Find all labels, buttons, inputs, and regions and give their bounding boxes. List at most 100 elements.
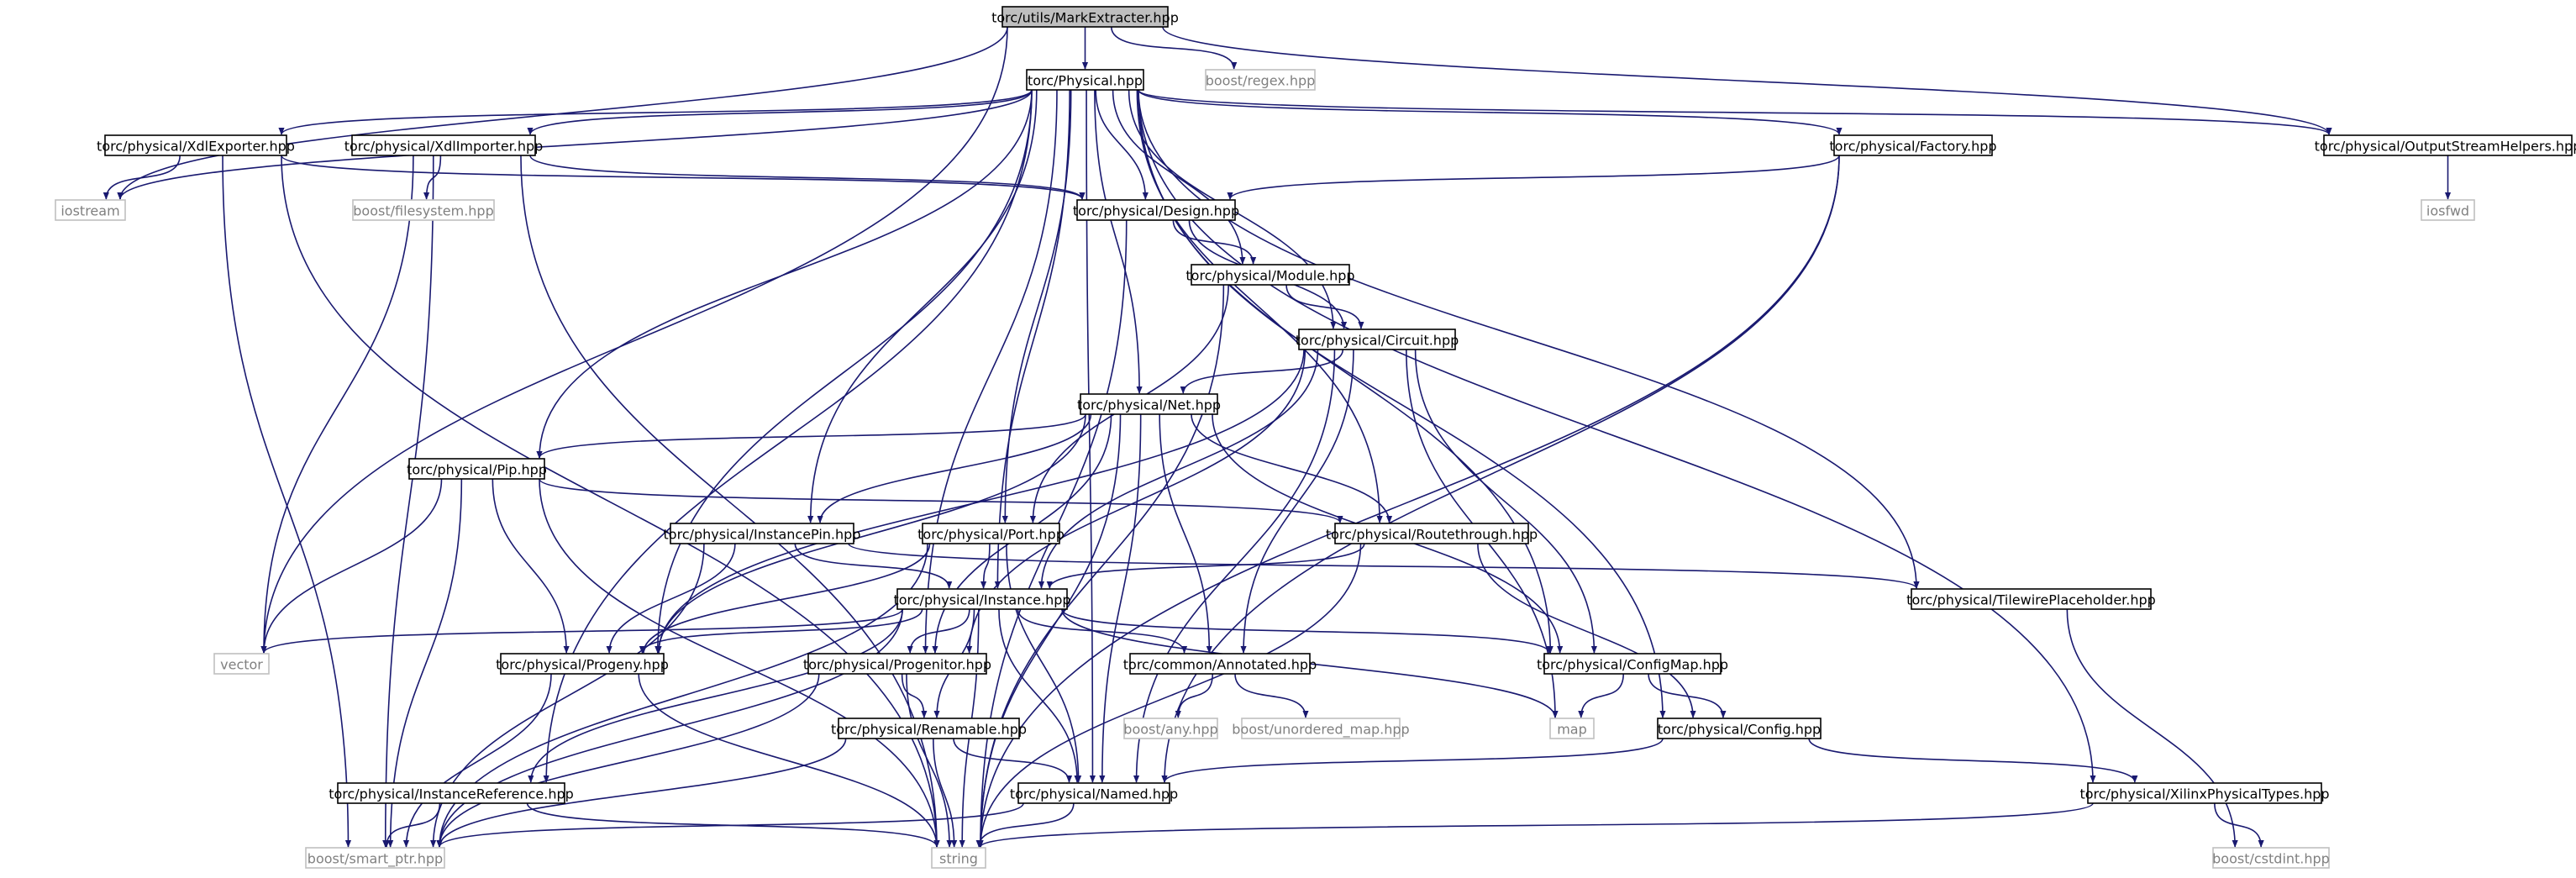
node-instancepin[interactable]: torc/physical/InstancePin.hpp [664,523,861,544]
node-box-annotated [1129,653,1311,675]
node-label-annotated: torc/common/Annotated.hpp [1123,657,1317,673]
edge-config-to-xilinxtypes [1808,738,2138,783]
node-box-map [1549,718,1595,739]
edge-renamable-to-named [953,738,1073,783]
node-outputstreamhelpers[interactable]: torc/physical/OutputStreamHelpers.hpp [2315,134,2576,156]
edge-factory-to-design [1227,155,1840,200]
node-label-physical: torc/Physical.hpp [1028,73,1143,89]
edge-xdlimporter-to-string [520,155,940,848]
edge-config-to-named [1161,738,1664,783]
node-renamable[interactable]: torc/physical/Renamable.hpp [831,718,1027,739]
node-box-xdlimporter [351,134,536,156]
node-box-named [1017,782,1170,804]
edge-net-to-pip [536,413,1086,459]
edge-module-to-circuit [1285,284,1364,329]
edge-factory-to-named [1161,155,1840,783]
node-pip[interactable]: torc/physical/Pip.hpp [407,458,547,480]
node-label-progenitor: torc/physical/Progenitor.hpp [803,657,991,673]
node-label-renamable: torc/physical/Renamable.hpp [831,722,1027,738]
edge-tilewire-to-cstdint [2066,608,2238,848]
edge-circuit-to-net [1180,349,1344,394]
node-design[interactable]: torc/physical/Design.hpp [1073,199,1239,221]
node-annotated[interactable]: torc/common/Annotated.hpp [1123,653,1317,675]
edge-annotated-to-anyhpp [1175,673,1214,718]
edge-physical-to-routethrough [1136,89,1383,523]
edge-xdlimporter-to-design [529,155,1086,200]
edge-net-to-string [977,413,1122,848]
edge-pip-to-vector [260,478,443,654]
node-box-pip [408,458,545,480]
edge-instance-to-named [998,608,1080,783]
edge-xdlimporter-to-smartptr [382,155,434,848]
node-xdlimporter[interactable]: torc/physical/XdlImporter.hpp [344,134,544,156]
edge-physical-to-instance [994,89,1070,589]
edge-physical-to-outputstreamhelpers [1138,89,2332,135]
edge-xdlexporter-to-iostream [103,155,181,200]
edge-port-to-named [1006,543,1082,783]
node-progeny[interactable]: torc/physical/Progeny.hpp [496,653,669,675]
node-box-tilewire [1911,588,2152,610]
node-label-config: torc/physical/Config.hpp [1658,722,1821,738]
edge-pip-to-smartptr [387,478,463,848]
node-box-iostream [55,199,126,221]
node-tilewire[interactable]: torc/physical/TilewirePlaceholder.hpp [1906,588,2156,610]
node-box-progenitor [807,653,987,675]
edge-physical-to-xilinxtypes [1138,89,2096,783]
edge-factory-to-string [977,155,1840,848]
node-unorderedmap: boost/unordered_map.hpp [1232,718,1410,739]
edge-net-to-annotated [1159,413,1212,654]
node-instanceref[interactable]: torc/physical/InstanceReference.hpp [329,782,574,804]
edge-xdlimporter-to-vector [260,155,414,654]
edge-configmap-to-config [1648,673,1727,718]
node-module[interactable]: torc/physical/Module.hpp [1185,264,1355,286]
edge-progenitor-to-smartptr [436,673,820,848]
node-label-factory: torc/physical/Factory.hpp [1829,139,1996,155]
node-configmap[interactable]: torc/physical/ConfigMap.hpp [1537,653,1728,675]
node-factory[interactable]: torc/physical/Factory.hpp [1829,134,1997,156]
node-config[interactable]: torc/physical/Config.hpp [1657,718,1822,739]
node-port[interactable]: torc/physical/Port.hpp [917,523,1065,544]
edge-physical-to-net [1094,89,1143,394]
edge-physical-to-xdlimporter [527,89,1033,135]
node-xdlexporter[interactable]: torc/physical/XdlExporter.hpp [97,134,295,156]
node-box-anyhpp [1123,718,1218,739]
edge-markextracter-to-vector [260,26,1008,654]
node-physical[interactable]: torc/Physical.hpp [1026,69,1144,91]
node-xilinxtypes[interactable]: torc/physical/XilinxPhysicalTypes.hpp [2079,782,2330,804]
node-instance[interactable]: torc/physical/Instance.hpp [893,588,1071,610]
node-box-configmap [1543,653,1722,675]
edge-xilinxtypes-to-string [977,802,2094,848]
node-box-factory [1833,134,1993,156]
edge-physical-to-instancepin [807,89,1038,523]
node-circuit[interactable]: torc/physical/Circuit.hpp [1296,329,1459,350]
node-label-map: map [1557,722,1587,738]
node-smartptr: boost/smart_ptr.hpp [305,847,445,869]
node-label-pip: torc/physical/Pip.hpp [407,462,547,478]
edge-physical-to-named [1086,89,1096,783]
node-label-design: torc/physical/Design.hpp [1073,203,1239,219]
edge-annotated-to-unorderedmap [1234,673,1309,718]
node-iosfwd: iosfwd [2421,199,2475,221]
edge-xilinxtypes-to-cstdint [2214,802,2264,848]
node-named[interactable]: torc/physical/Named.hpp [1010,782,1178,804]
edge-net-to-named [1099,413,1142,783]
node-markextracter[interactable]: torc/utils/MarkExtracter.hpp [991,6,1179,28]
edge-physical-to-configmap [1138,89,1553,654]
edge-named-to-string [975,802,1075,848]
node-routethrough[interactable]: torc/physical/Routethrough.hpp [1326,523,1538,544]
edge-instancepin-to-tilewire [848,543,1920,589]
edge-routethrough-to-config [1477,543,1696,718]
edge-net-to-instancepin [817,413,1092,523]
node-box-cstdint [2212,847,2330,869]
node-net[interactable]: torc/physical/Net.hpp [1077,393,1221,415]
edge-instancepin-to-progeny [606,543,736,654]
node-box-routethrough [1334,523,1529,544]
node-cstdint: boost/cstdint.hpp [2212,847,2330,869]
node-label-instance: torc/physical/Instance.hpp [893,592,1070,608]
node-progenitor[interactable]: torc/physical/Progenitor.hpp [803,653,991,675]
edge-instancepin-to-instance [794,543,953,589]
node-iostream: iostream [55,199,126,221]
edge-physical-to-xdlexporter [278,89,1033,135]
edge-configmap-to-map [1578,673,1624,718]
